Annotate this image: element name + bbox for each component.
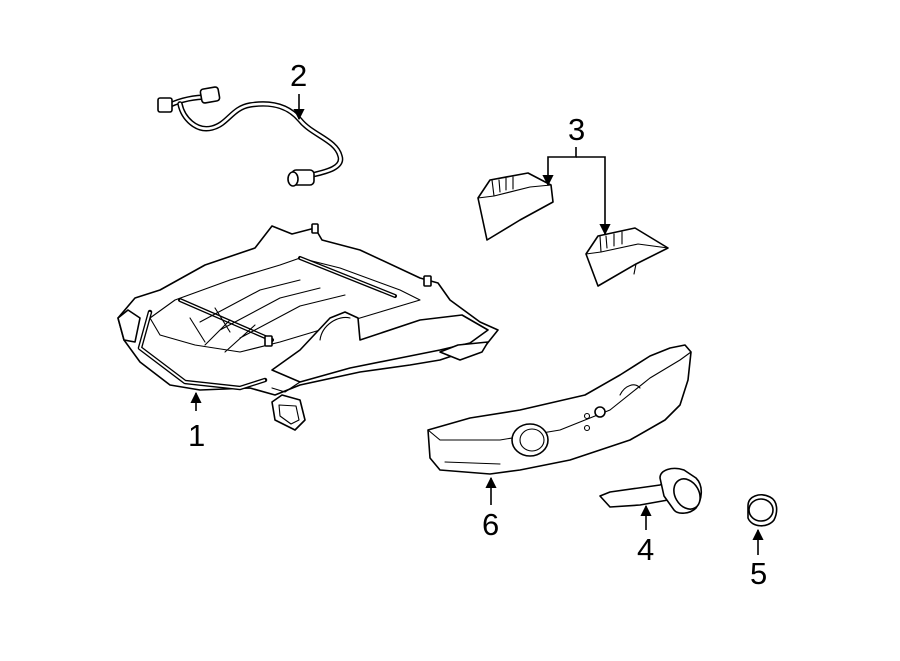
callout-3: 3 — [568, 112, 585, 147]
callout-2: 2 — [290, 58, 307, 93]
callout-6: 6 — [482, 507, 499, 542]
track-cover-lower — [585, 227, 669, 287]
side-shield-part — [427, 344, 692, 475]
wiring-harness-part — [157, 86, 344, 187]
track-cover-upper — [477, 172, 554, 241]
knob-cap-part — [747, 494, 778, 527]
callout-1: 1 — [188, 418, 205, 453]
leader-3b — [576, 156, 611, 236]
seat-track-frame-part — [117, 223, 499, 431]
leader-3 — [542, 147, 577, 187]
recliner-handle-part — [599, 467, 703, 514]
callout-4: 4 — [637, 532, 654, 567]
callout-5: 5 — [750, 556, 767, 591]
